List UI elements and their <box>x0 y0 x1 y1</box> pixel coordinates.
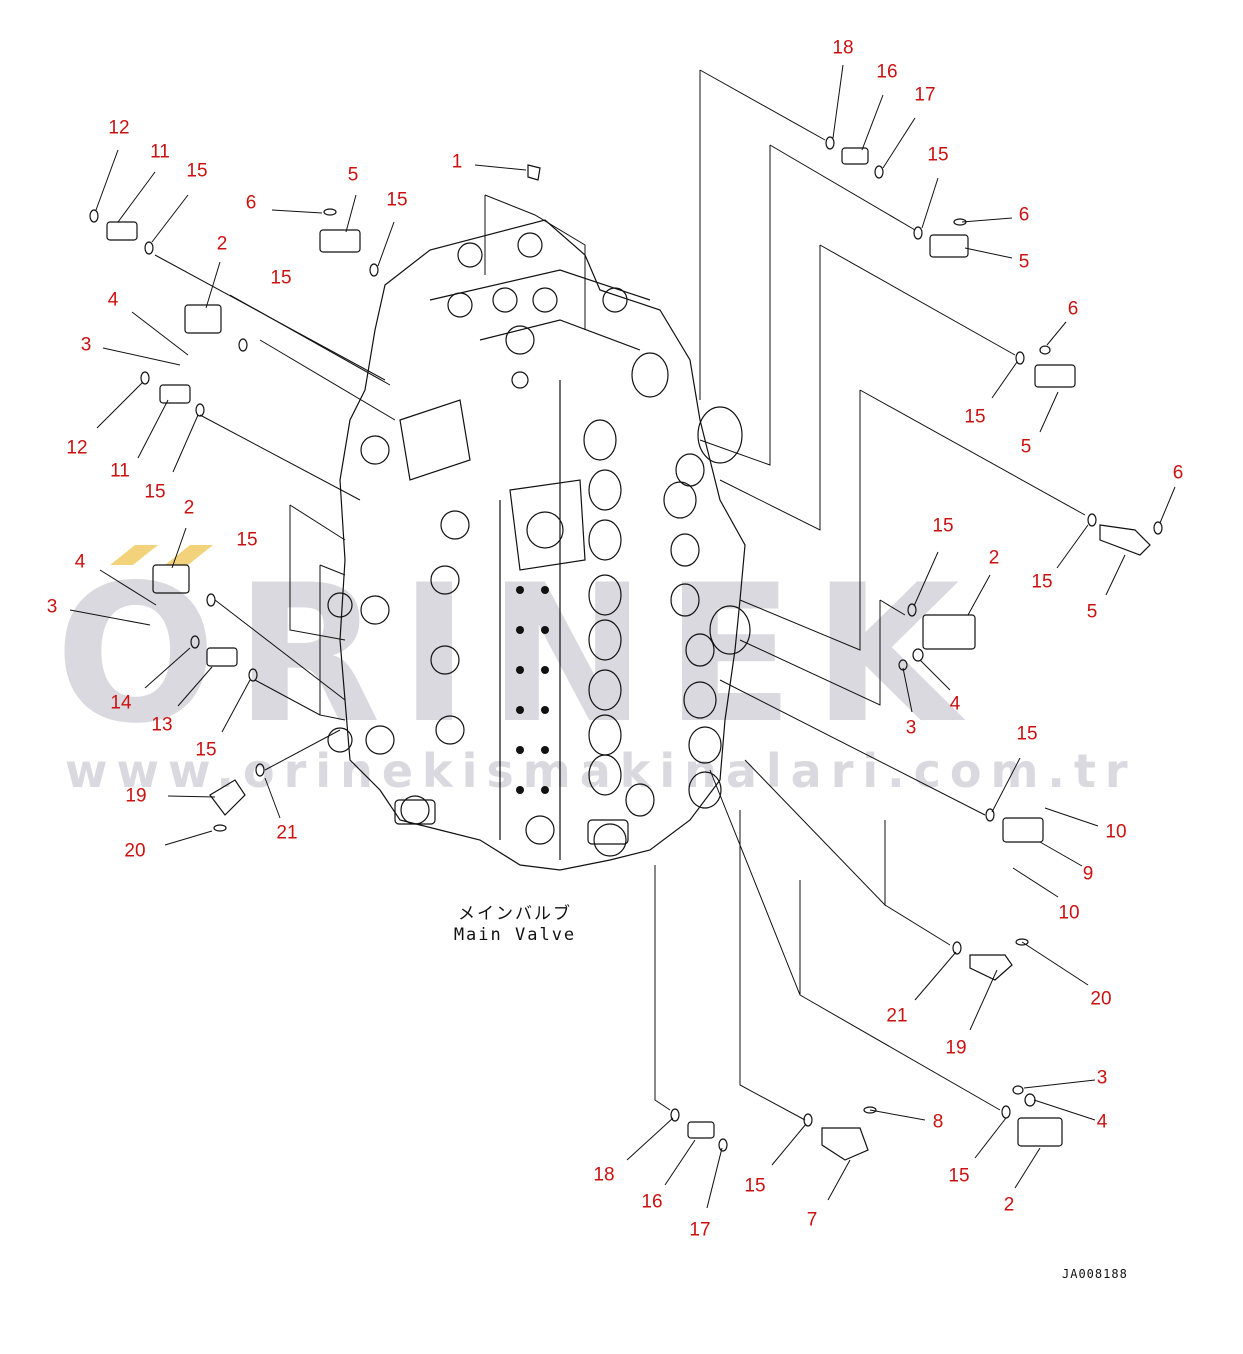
callout-1: 1 <box>451 151 463 173</box>
callout-15: 15 <box>1016 723 1038 745</box>
fittings <box>89 136 1163 1161</box>
watermark-brand: ORINEK <box>55 544 978 765</box>
callout-4: 4 <box>949 693 961 715</box>
callout-3: 3 <box>46 596 58 618</box>
callout-15: 15 <box>270 267 292 289</box>
callout-5: 5 <box>347 164 359 186</box>
callout-16: 16 <box>641 1191 663 1213</box>
callout-2: 2 <box>1003 1194 1015 1216</box>
logo-accent <box>165 545 213 565</box>
callout-21: 21 <box>276 822 298 844</box>
callout-12: 12 <box>108 117 130 139</box>
watermark-url: www.orinekismakinalari.com.tr <box>65 744 1137 798</box>
callout-15: 15 <box>964 406 986 428</box>
callout-8: 8 <box>932 1111 944 1133</box>
callout-2: 2 <box>988 547 1000 569</box>
leader-lines <box>154 69 1086 1121</box>
callout-12: 12 <box>66 437 88 459</box>
callout-5: 5 <box>1020 436 1032 458</box>
callout-4: 4 <box>74 551 86 573</box>
callout-18: 18 <box>832 37 854 59</box>
callout-20: 20 <box>1090 988 1112 1010</box>
callout-17: 17 <box>914 84 936 106</box>
callout-7: 7 <box>806 1209 818 1231</box>
callout-15: 15 <box>932 515 954 537</box>
callout-21: 21 <box>886 1005 908 1027</box>
callout-15: 15 <box>236 529 258 551</box>
callout-11: 11 <box>110 460 130 482</box>
callout-15: 15 <box>948 1165 970 1187</box>
callout-leaders <box>69 64 1176 1209</box>
callout-20: 20 <box>124 840 146 862</box>
main-valve-body <box>327 219 746 871</box>
callout-4: 4 <box>1096 1111 1108 1133</box>
callout-6: 6 <box>245 192 257 214</box>
callout-16: 16 <box>876 61 898 83</box>
callout-15: 15 <box>144 481 166 503</box>
callout-4: 4 <box>107 289 119 311</box>
callout-2: 2 <box>183 497 195 519</box>
callout-9: 9 <box>1082 863 1094 885</box>
callout-17: 17 <box>689 1219 711 1241</box>
callout-3: 3 <box>1096 1067 1108 1089</box>
callout-15: 15 <box>1031 571 1053 593</box>
callout-6: 6 <box>1018 204 1030 226</box>
callout-19: 19 <box>945 1037 967 1059</box>
callout-14: 14 <box>110 692 132 714</box>
callout-3: 3 <box>905 717 917 739</box>
caption-english: Main Valve <box>453 925 577 946</box>
caption-japanese: メインバルブ <box>458 904 572 924</box>
port-holes <box>516 586 549 794</box>
callout-13: 13 <box>151 714 173 736</box>
callout-5: 5 <box>1086 601 1098 623</box>
callout-5: 5 <box>1018 251 1030 273</box>
callout-6: 6 <box>1172 462 1184 484</box>
callout-18: 18 <box>593 1164 615 1186</box>
callout-15: 15 <box>386 189 408 211</box>
spool-caps <box>583 352 751 817</box>
callout-15: 15 <box>744 1175 766 1197</box>
callout-15: 15 <box>195 739 217 761</box>
callout-2: 2 <box>216 233 228 255</box>
drawing-id: JA008188 <box>1062 1267 1128 1281</box>
callout-10: 10 <box>1058 902 1080 924</box>
callout-10: 10 <box>1105 821 1127 843</box>
callout-6: 6 <box>1067 298 1079 320</box>
callout-3: 3 <box>80 334 92 356</box>
callout-15: 15 <box>186 160 208 182</box>
callout-19: 19 <box>125 785 147 807</box>
main-valve-caption: メインバルブ Main Valve <box>440 904 590 947</box>
callout-15: 15 <box>927 144 949 166</box>
logo-accent <box>110 545 158 565</box>
callout-11: 11 <box>150 141 170 163</box>
